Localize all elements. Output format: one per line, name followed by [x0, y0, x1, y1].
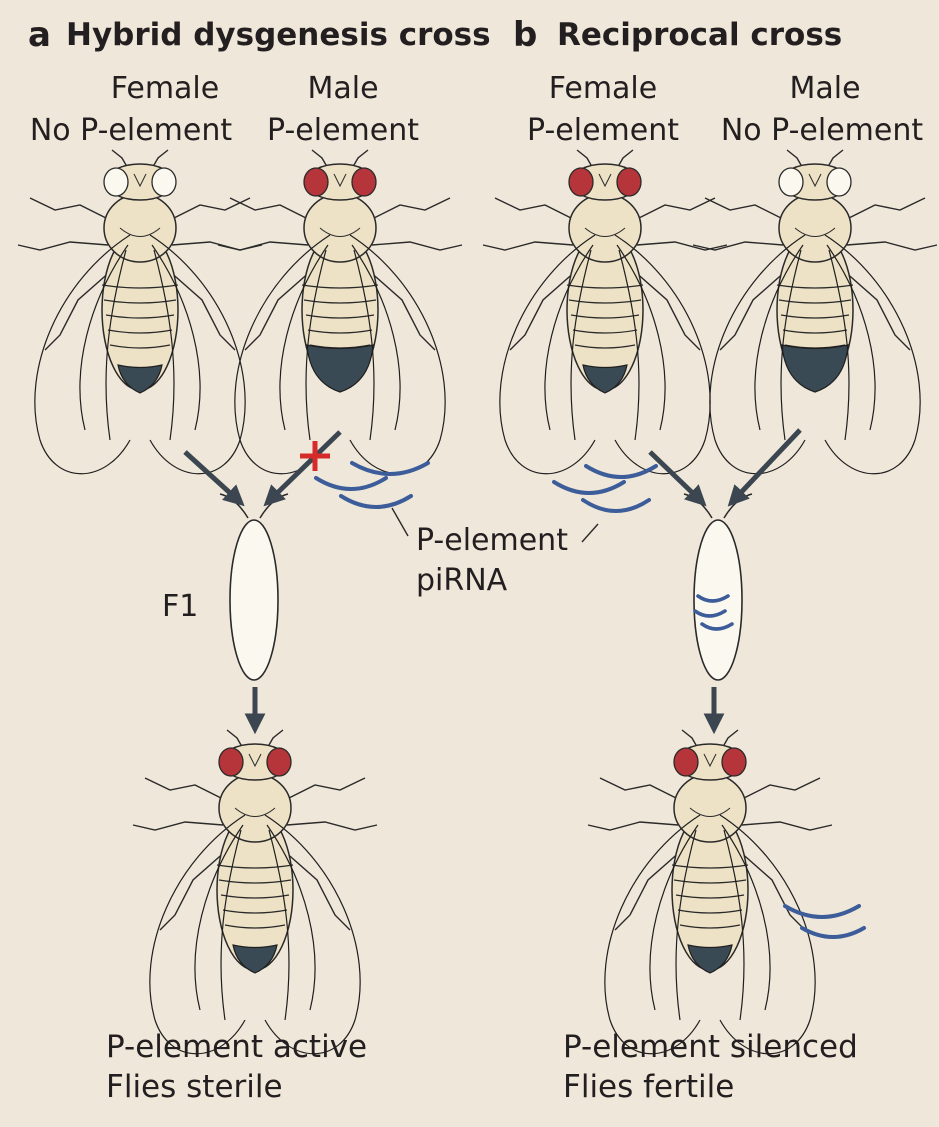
panel-a-outcome-line1: P-element active: [106, 1032, 367, 1063]
pirna-arc-icon: [554, 482, 624, 493]
pirna-label-line2: piRNA: [416, 566, 507, 596]
pirna-arc-icon: [586, 466, 656, 477]
panel-b-outcome-line2: Flies fertile: [563, 1072, 734, 1103]
panel-a-male-to-egg-arrow: [268, 432, 340, 502]
eye-icon: [827, 168, 851, 196]
eye-icon: [104, 168, 128, 196]
pirna-leader-line: [392, 508, 408, 536]
panel-b-male-to-egg-arrow: [732, 430, 800, 502]
pirna-arc-icon: [341, 496, 411, 507]
eye-icon: [722, 748, 746, 776]
panel-b-outcome-line1: P-element silenced: [563, 1032, 858, 1063]
pirna-label-line1: P-element: [416, 526, 568, 556]
panel-b-female-label: Female: [508, 74, 698, 104]
pirna-arc-icon: [316, 478, 386, 489]
panel-a-letter: a: [28, 18, 51, 52]
panel-a-female-genotype: No P-element: [6, 116, 256, 146]
panel-b-title: Reciprocal cross: [557, 20, 842, 51]
panel-b-offspring-fly: [588, 730, 832, 1054]
pirna-leader-line: [582, 524, 598, 542]
pirna-arc-icon: [802, 928, 864, 937]
panel-a-male-label: Male: [268, 74, 418, 104]
panel-a-outcome-line2: Flies sterile: [106, 1072, 283, 1103]
eye-icon: [152, 168, 176, 196]
eye-icon: [267, 748, 291, 776]
panel-b-male-label: Male: [740, 74, 910, 104]
eye-icon: [219, 748, 243, 776]
eye-icon: [779, 168, 803, 196]
panel-b-letter: b: [513, 18, 537, 52]
panel-b-male-fly: [693, 150, 937, 474]
panel-b-female-fly: [483, 150, 727, 474]
eye-icon: [674, 748, 698, 776]
eye-icon: [352, 168, 376, 196]
pirna-arc-icon: [785, 906, 859, 917]
panel-a-offspring-fly: [133, 730, 377, 1054]
panel-b-f1-egg: [684, 494, 752, 680]
panel-a-f1-egg: [220, 494, 288, 680]
eye-icon: [617, 168, 641, 196]
panel-a-female-to-egg-arrow: [185, 452, 240, 502]
panel-a-male-genotype: P-element: [258, 116, 428, 146]
eye-icon: [304, 168, 328, 196]
panel-b-male-genotype: No P-element: [708, 116, 936, 146]
f1-label: F1: [162, 592, 198, 622]
eye-icon: [569, 168, 593, 196]
panel-b-female-genotype: P-element: [508, 116, 698, 146]
panel-a-female-label: Female: [70, 74, 260, 104]
panel-a-title: Hybrid dysgenesis cross: [66, 20, 491, 51]
panel-a-female-fly: [18, 150, 262, 474]
pirna-arc-icon: [583, 500, 649, 511]
pirna-arc-icon: [352, 463, 428, 474]
panel-a-male-fly: [218, 150, 462, 474]
